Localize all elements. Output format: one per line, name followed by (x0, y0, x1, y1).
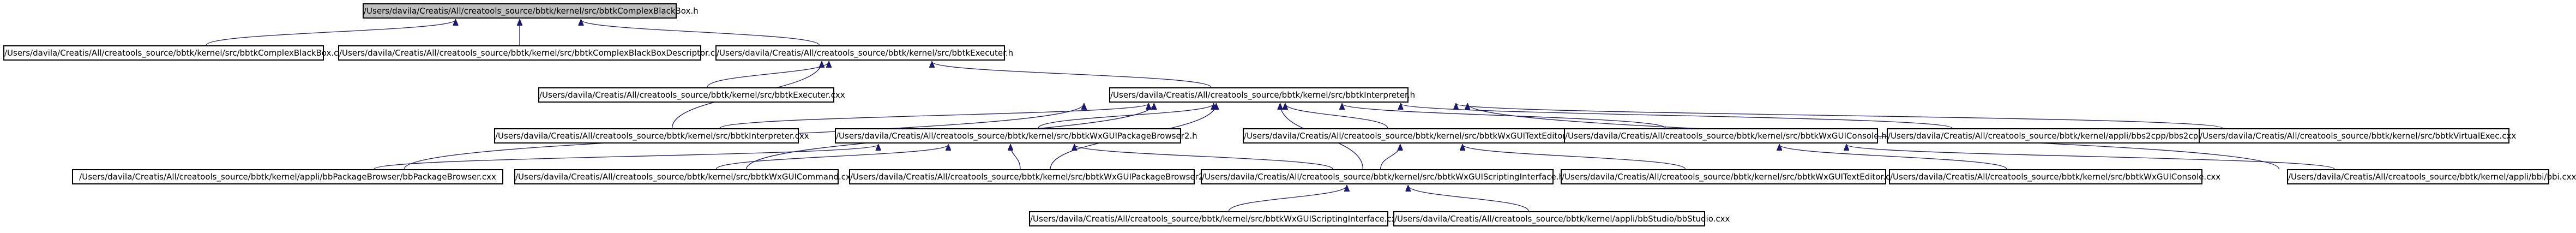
edge-cbb_cxx-to-root (206, 20, 455, 46)
node-bbtkInterpreter-h[interactable]: /Users/davila/Creatis/All/creatools_sour… (1109, 87, 1415, 103)
edge-vexec_cxx-to-interpreter_h (1456, 104, 2223, 129)
edge-executer_cxx-to-executer_h (707, 62, 829, 88)
edge-wxgte_h-to-interpreter_h (1285, 104, 1388, 129)
edge-wxgpb_h-to-interpreter_h (1038, 104, 1214, 129)
node-bbtkExecuter-h[interactable]: /Users/davila/Creatis/All/creatools_sour… (715, 45, 1013, 61)
edge-wxgte_cxx-to-wxgte_h (1462, 145, 1686, 170)
node-bbtkWxGUIScriptingInterface-cxx[interactable]: /Users/davila/Creatis/All/creatools_sour… (1029, 211, 1401, 226)
edge-interpreter_h-to-executer_h (932, 62, 1212, 88)
node-bbtkComplexBlackBoxDescriptor-cxx[interactable]: /Users/davila/Creatis/All/creatools_sour… (338, 45, 725, 61)
node-bbtkComplexBlackBox-cxx[interactable]: /Users/davila/Creatis/All/creatools_sour… (3, 45, 348, 61)
node-bbtkInterpreter-cxx[interactable]: /Users/davila/Creatis/All/creatools_sour… (494, 128, 809, 144)
edge-wxgc_h-to-interpreter_h (1342, 104, 1666, 129)
edge-interpreter_cxx-to-interpreter_h (719, 104, 1148, 129)
node-bbStudio-cxx[interactable]: /Users/davila/Creatis/All/creatools_sour… (1393, 211, 1730, 226)
edge-bbstudio_cxx-to-wxgsi_h (1408, 186, 1529, 212)
edge-bbpb_cxx-to-wxgpb_h (374, 145, 878, 170)
node-bbtkWxGUICommand-cxx[interactable]: /Users/davila/Creatis/All/creatools_sour… (514, 169, 856, 184)
node-bbtkVirtualExec-cxx[interactable]: /Users/davila/Creatis/All/creatools_sour… (2199, 128, 2516, 144)
node-bbtkWxGUIConsole-cxx[interactable]: /Users/davila/Creatis/All/creatools_sour… (1889, 169, 2220, 184)
edge-bbi_cxx-to-wxgc_h (1846, 145, 2335, 170)
edge-wxgc_cxx-to-wxgc_h (1779, 145, 2007, 170)
edge-executer_h-to-root (581, 20, 820, 46)
edge-wxgsi_cxx-to-wxgsi_h (1228, 186, 1347, 212)
edge-wxgsi_h-to-wxgte_h (1380, 145, 1400, 170)
node-bbtkWxGUITextEditor-cxx[interactable]: /Users/davila/Creatis/All/creatools_sour… (1561, 169, 1900, 184)
edge-wxguicommand_cxx-to-wxgpb_h (715, 145, 948, 170)
edge-wxgpb_cxx-to-wxgpb_h (1010, 145, 1021, 170)
node-bbi-cxx[interactable]: /Users/davila/Creatis/All/creatools_sour… (2287, 169, 2576, 184)
node-bbPackageBrowser-cxx[interactable]: /Users/davila/Creatis/All/creatools_sour… (72, 169, 503, 184)
node-bbs2cpp-cxx[interactable]: /Users/davila/Creatis/All/creatools_sour… (1887, 128, 2220, 144)
edge-bbs2cpp_cxx-to-interpreter_h (1401, 104, 1953, 129)
node-bbtkWxGUIConsole-h[interactable]: /Users/davila/Creatis/All/creatools_sour… (1564, 128, 1887, 144)
edge-wxgsi_h-to-wxgpb_h (1074, 145, 1333, 170)
node-bbtkWxGUIPackageBrowser2-h[interactable]: /Users/davila/Creatis/All/creatools_sour… (835, 128, 1197, 144)
node-bbtkExecuter-cxx[interactable]: /Users/davila/Creatis/All/creatools_sour… (538, 87, 845, 103)
node-bbtkWxGUIPackageBrowser2-cxx[interactable]: /Users/davila/Creatis/All/creatools_sour… (849, 169, 1220, 184)
node-bbtkComplexBlackBox-h[interactable]: /Users/davila/Creatis/All/creatools_sour… (363, 3, 699, 19)
node-bbtkWxGUITextEditor-h[interactable]: /Users/davila/Creatis/All/creatools_sour… (1243, 128, 1573, 144)
node-bbtkWxGUIScriptingInterface-h[interactable]: /Users/davila/Creatis/All/creatools_sour… (1201, 169, 1564, 184)
